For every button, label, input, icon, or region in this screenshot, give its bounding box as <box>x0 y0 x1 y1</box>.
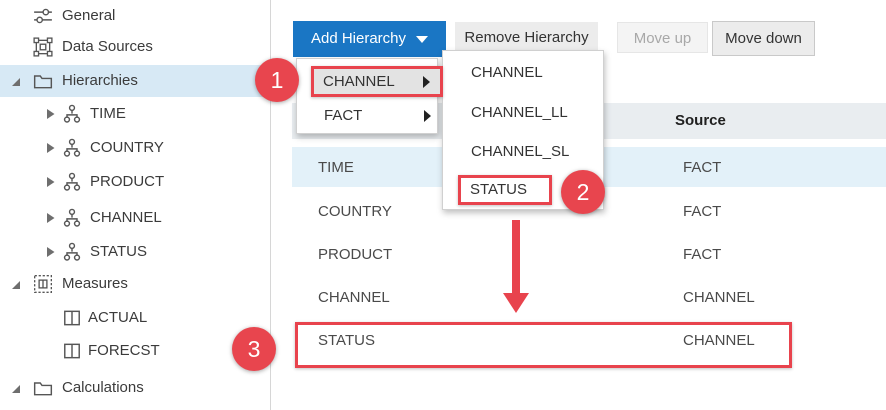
sidebar-item-label: Calculations <box>62 379 144 396</box>
sidebar-item-label: CHANNEL <box>90 209 162 226</box>
measure-column-icon <box>62 335 82 367</box>
sidebar-item-forecst[interactable]: FORECST <box>0 335 271 367</box>
collapsed-triangle-icon[interactable] <box>45 166 56 198</box>
table-row[interactable]: STATUS CHANNEL <box>292 319 886 362</box>
folder-icon <box>33 372 53 404</box>
measures-icon <box>33 268 53 300</box>
sidebar-item-hierarchies[interactable]: Hierarchies <box>0 65 271 97</box>
sidebar-item-general[interactable]: General <box>0 0 271 32</box>
remove-hierarchy-button[interactable]: Remove Hierarchy <box>455 22 598 53</box>
row-source-cell: CHANNEL <box>683 332 755 349</box>
sliders-icon <box>33 0 53 32</box>
collapsed-triangle-icon[interactable] <box>45 98 56 130</box>
folder-icon <box>33 65 53 97</box>
row-name-cell: COUNTRY <box>318 203 392 220</box>
table-row[interactable]: COUNTRY FACT <box>292 190 886 233</box>
expanded-triangle-icon[interactable] <box>10 372 21 404</box>
sidebar-item-label: Data Sources <box>62 38 153 55</box>
sidebar-item-status[interactable]: STATUS <box>0 236 271 268</box>
sidebar-item-calculations[interactable]: Calculations <box>0 372 271 404</box>
sidebar-item-label: PRODUCT <box>90 173 165 190</box>
sidebar-item-label: Measures <box>62 275 128 292</box>
step-badge-1: 1 <box>255 58 299 102</box>
hierarchy-icon <box>62 166 82 198</box>
submenu-item-label: CHANNEL <box>471 64 543 81</box>
expanded-triangle-icon[interactable] <box>10 268 21 300</box>
sidebar-item-measures[interactable]: Measures <box>0 268 271 300</box>
move-up-button: Move up <box>617 22 708 53</box>
submenu-item-label: CHANNEL_SL <box>471 143 570 160</box>
sidebar-item-label: Hierarchies <box>62 72 138 89</box>
row-source-cell: FACT <box>683 158 722 176</box>
sidebar-item-label: STATUS <box>90 243 147 260</box>
sidebar-item-label: COUNTRY <box>90 139 164 156</box>
submenu-item-channel-sl[interactable]: CHANNEL_SL <box>471 132 569 172</box>
sidebar-item-product[interactable]: PRODUCT <box>0 166 271 198</box>
row-name-cell: CHANNEL <box>318 289 390 306</box>
hierarchy-icon <box>62 236 82 268</box>
table-row[interactable]: CHANNEL CHANNEL <box>292 276 886 319</box>
submenu-item-channel-ll[interactable]: CHANNEL_LL <box>471 93 568 133</box>
collapsed-triangle-icon[interactable] <box>45 202 56 234</box>
sidebar-item-data-sources[interactable]: Data Sources <box>0 31 271 63</box>
annotation-arrow-shaft <box>512 220 520 294</box>
annotation-box-status-row <box>295 322 792 368</box>
submenu-item-label: CHANNEL_LL <box>471 104 568 121</box>
chevron-down-icon <box>416 35 429 43</box>
measure-column-icon <box>62 302 82 334</box>
annotation-box-status-submenu-item: STATUS <box>458 175 552 205</box>
row-source-cell: FACT <box>683 246 722 263</box>
hierarchy-icon <box>62 98 82 130</box>
annotation-box-channel-menu-item: CHANNEL <box>311 66 443 97</box>
model-tree-sidebar: General Data Sources Hie <box>0 0 271 410</box>
sidebar-item-time[interactable]: TIME <box>0 98 271 130</box>
step-number: 3 <box>247 335 261 362</box>
sidebar-item-label: General <box>62 7 116 24</box>
row-name-cell: TIME <box>318 158 354 176</box>
submenu-item-channel[interactable]: CHANNEL <box>471 53 543 93</box>
expanded-triangle-icon[interactable] <box>10 65 21 97</box>
submenu-arrow-icon <box>423 75 430 88</box>
hierarchy-icon <box>62 202 82 234</box>
submenu-item-status[interactable]: STATUS <box>470 181 527 198</box>
sidebar-item-country[interactable]: COUNTRY <box>0 132 271 164</box>
sidebar-item-label: TIME <box>90 105 126 122</box>
submenu-arrow-icon <box>424 110 431 122</box>
step-number: 2 <box>576 178 590 205</box>
step-badge-2: 2 <box>561 170 605 214</box>
sidebar-item-actual[interactable]: ACTUAL <box>0 302 271 334</box>
sidebar-item-channel[interactable]: CHANNEL <box>0 202 271 234</box>
row-name-cell: STATUS <box>318 332 375 349</box>
move-down-button[interactable]: Move down <box>712 21 815 56</box>
hierarchy-icon <box>62 132 82 164</box>
source-column-header: Source <box>675 112 726 129</box>
row-source-cell: CHANNEL <box>683 289 755 306</box>
sidebar-item-label: ACTUAL <box>88 309 148 326</box>
add-hierarchy-label: Add Hierarchy <box>310 30 407 47</box>
collapsed-triangle-icon[interactable] <box>45 132 56 164</box>
row-name-cell: PRODUCT <box>318 246 393 263</box>
row-source-cell: FACT <box>683 203 722 220</box>
model-icon <box>33 31 53 63</box>
table-row[interactable]: PRODUCT FACT <box>292 233 886 276</box>
menu-item-channel[interactable]: CHANNEL <box>323 73 395 90</box>
add-hierarchy-button[interactable]: Add Hierarchy <box>293 21 446 57</box>
menu-item-fact[interactable]: FACT <box>324 99 362 133</box>
step-badge-3: 3 <box>232 327 276 371</box>
menu-item-label: FACT <box>324 107 363 124</box>
collapsed-triangle-icon[interactable] <box>45 236 56 268</box>
annotation-arrow-down-icon <box>503 293 529 313</box>
sidebar-item-label: FORECST <box>88 342 160 359</box>
step-number: 1 <box>270 66 284 93</box>
